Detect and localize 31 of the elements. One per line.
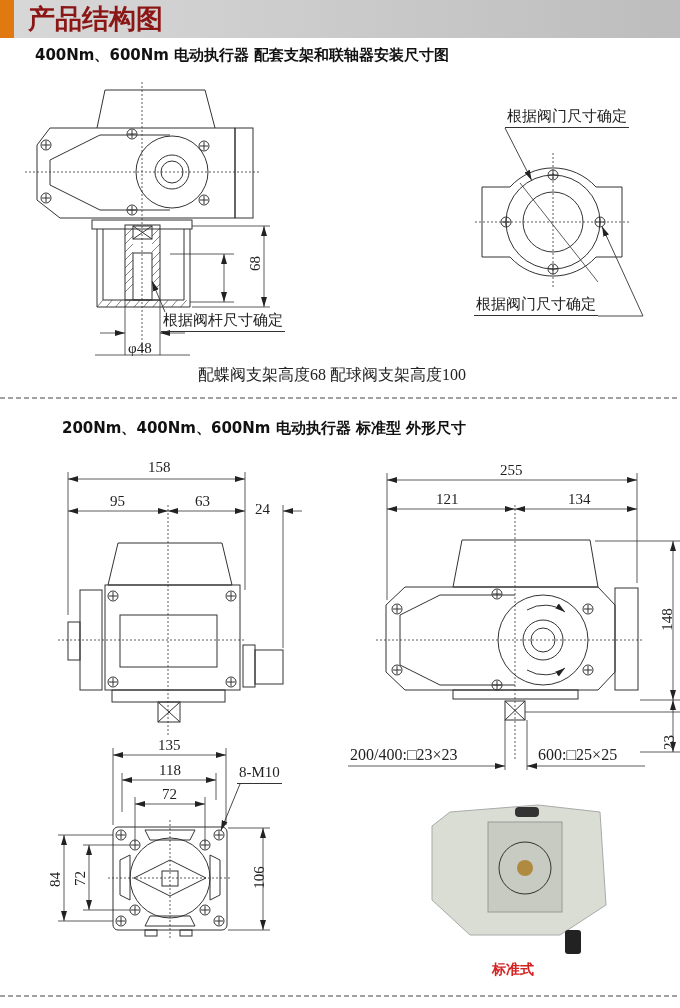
dimension-label: 118 — [159, 763, 181, 778]
dimension-label: 68 — [248, 256, 263, 271]
section-heading: 400Nm、600Nm 电动执行器 配套支架和联轴器安装尺寸图 — [35, 48, 450, 63]
dimension-label: 24 — [255, 502, 270, 517]
leader-note: 8-M10 — [237, 764, 282, 784]
dimension-label: 135 — [158, 738, 181, 753]
leader-note: 根据阀杆尺寸确定 — [161, 312, 285, 332]
stem-bore — [132, 252, 153, 301]
dimension-label: 72 — [162, 787, 177, 802]
dimension-label: 134 — [568, 492, 591, 507]
dimension-label: 148 — [659, 608, 675, 631]
section-heading: 200Nm、400Nm、600Nm 电动执行器 标准型 外形尺寸 — [62, 421, 467, 436]
caption: 配蝶阀支架高度68 配球阀支架高度100 — [198, 367, 466, 383]
dimension-label: 84 — [48, 872, 63, 887]
dimension-label: 72 — [73, 871, 88, 886]
bolt-circle — [505, 174, 601, 270]
leader-note: 根据阀门尺寸确定 — [474, 296, 598, 316]
dimension-label: 158 — [148, 460, 171, 475]
dimension-label: 106 — [251, 866, 267, 889]
bolt-hole — [594, 216, 606, 228]
dimension-label: 121 — [436, 492, 459, 507]
leader-note: 根据阀门尺寸确定 — [505, 108, 629, 128]
dimension-label: 95 — [110, 494, 125, 509]
dimension-label: φ48 — [128, 341, 152, 356]
spec-label: 200/400:□23×23 — [350, 747, 458, 763]
dimension-label: 255 — [500, 463, 523, 478]
page-title: 产品结构图 — [28, 5, 163, 32]
spec-label: 600:□25×25 — [538, 747, 618, 763]
dimension-label: 63 — [195, 494, 210, 509]
product-caption: 标准式 — [492, 962, 534, 976]
bolt-hole — [213, 829, 225, 841]
